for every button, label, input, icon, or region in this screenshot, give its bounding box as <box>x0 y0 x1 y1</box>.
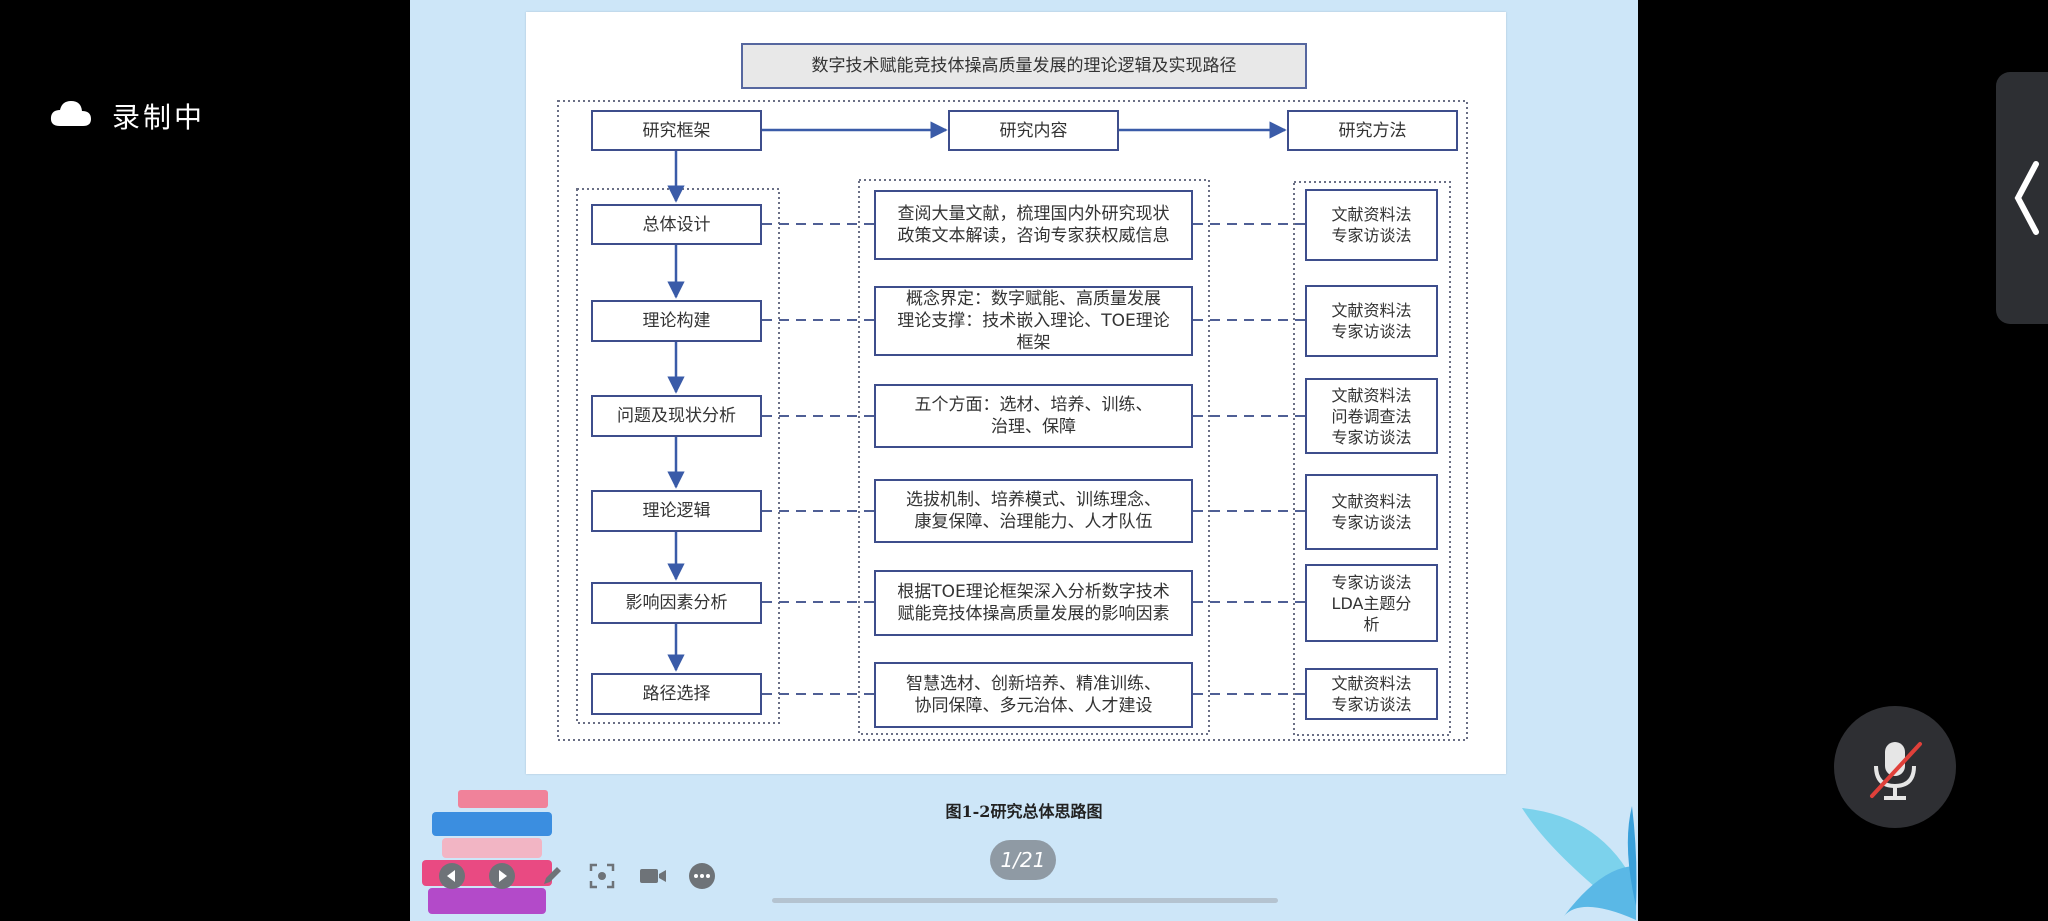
content-box-4: 根据TOE理论框架深入分析数字技术 赋能竞技体操高质量发展的影响因素 <box>874 570 1193 636</box>
method-box-0: 文献资料法 专家访谈法 <box>1305 189 1438 261</box>
books-decoration <box>422 790 552 914</box>
content-box-0: 查阅大量文献，梳理国内外研究现状 政策文本解读，咨询专家获权威信息 <box>874 190 1193 260</box>
step-box-0: 总体设计 <box>591 204 762 245</box>
leaf-decoration <box>1522 806 1637 920</box>
more-icon <box>689 863 715 889</box>
chevron-left-icon <box>2014 161 2039 235</box>
side-panel-handle[interactable] <box>1996 72 2048 324</box>
camera-icon <box>640 869 666 883</box>
prev-button[interactable] <box>438 862 466 890</box>
diagram-title: 数字技术赋能竞技体操高质量发展的理论逻辑及实现路径 <box>741 43 1307 89</box>
method-box-1: 文献资料法 专家访谈法 <box>1305 285 1438 357</box>
outer-dotted-frame <box>557 100 1468 741</box>
method-box-3: 文献资料法 专家访谈法 <box>1305 474 1438 550</box>
camera-button[interactable] <box>638 862 666 890</box>
screenshot-button[interactable] <box>588 862 616 890</box>
recording-label: 录制中 <box>112 101 206 134</box>
header-content: 研究内容 <box>948 110 1119 151</box>
play-button[interactable] <box>488 862 516 890</box>
step-box-5: 路径选择 <box>591 673 762 715</box>
mic-button[interactable] <box>1834 706 1956 828</box>
cloud-icon <box>50 101 91 126</box>
content-box-3: 选拔机制、培养模式、训练理念、 康复保障、治理能力、人才队伍 <box>874 479 1193 543</box>
page-indicator[interactable]: 1/21 <box>990 840 1056 880</box>
recording-indicator <box>50 98 92 132</box>
step-box-3: 理论逻辑 <box>591 490 762 532</box>
mic-muted-icon <box>1870 742 1922 800</box>
step-box-2: 问题及现状分析 <box>591 395 762 437</box>
prev-icon <box>439 863 465 889</box>
header-framework: 研究框架 <box>591 110 762 151</box>
methods-dotted-group <box>1293 181 1451 736</box>
step-box-4: 影响因素分析 <box>591 582 762 624</box>
figure-caption: 图1-2研究总体思路图 <box>945 802 1103 821</box>
contents-dotted-group <box>858 179 1210 735</box>
content-box-2: 五个方面：选材、培养、训练、 治理、保障 <box>874 384 1193 448</box>
more-button[interactable] <box>688 862 716 890</box>
header-method: 研究方法 <box>1287 110 1458 151</box>
content-box-5: 智慧选材、创新培养、精准训练、 协同保障、多元治体、人才建设 <box>874 662 1193 728</box>
play-icon <box>489 863 515 889</box>
step-box-1: 理论构建 <box>591 300 762 342</box>
content-box-1: 概念界定：数字赋能、高质量发展 理论支撑：技术嵌入理论、TOE理论 框架 <box>874 286 1193 356</box>
steps-dotted-group <box>576 188 780 724</box>
method-box-4: 专家访谈法 LDA主题分 析 <box>1305 564 1438 642</box>
method-box-2: 文献资料法 问卷调查法 专家访谈法 <box>1305 378 1438 454</box>
progress-track[interactable] <box>772 898 1278 903</box>
pen-icon <box>544 867 561 884</box>
method-box-5: 文献资料法 专家访谈法 <box>1305 668 1438 720</box>
pen-button[interactable] <box>538 862 566 890</box>
screenshot-icon <box>589 863 615 889</box>
